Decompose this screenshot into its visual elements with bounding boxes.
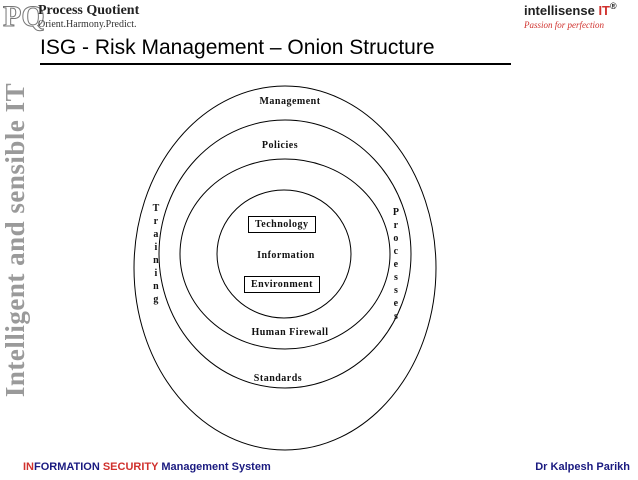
intellisense-logo: intellisense IT® Passion for perfection [524,1,636,43]
footer-formation: FORMATION [34,461,103,473]
outer-ring [133,85,437,451]
information-label: Information [257,250,315,261]
policies-label: Policies [261,140,299,151]
standards-label: Standards [253,373,303,384]
processes-vertical-text: Processes [390,207,402,324]
title-underline [40,63,511,65]
intellisense-name-main: intellisense [524,3,595,18]
processes-vertical-label: Processes [389,207,401,324]
intellisense-name-it: IT [598,3,610,18]
registered-mark: ® [610,1,617,11]
footer-in: IN [23,461,34,473]
training-vertical-label: Training [149,203,161,307]
technology-box: Technology [248,216,316,233]
human-firewall-label: Human Firewall [251,327,329,338]
footer-security: SECURITY [102,461,159,473]
footer-author: Dr Kalpesh Parikh [535,461,630,473]
footer-system-title: INFORMATION SECURITY Management System [23,461,271,473]
third-ring [179,158,391,350]
pq-company-name: Process Quotient [38,3,140,18]
page-title: ISG - Risk Management – Onion Structure [40,36,435,59]
pq-tagline: Orient.Harmony.Predict. [38,19,137,30]
core-ring [216,189,352,319]
management-label: Management [259,96,321,107]
training-vertical-text: Training [150,203,162,307]
second-ring [158,119,412,389]
environment-box: Environment [244,276,320,293]
intellisense-tagline: Passion for perfection [524,20,604,30]
intellisense-name: intellisense IT® [524,1,636,18]
footer-management-system: Management System [158,461,271,473]
